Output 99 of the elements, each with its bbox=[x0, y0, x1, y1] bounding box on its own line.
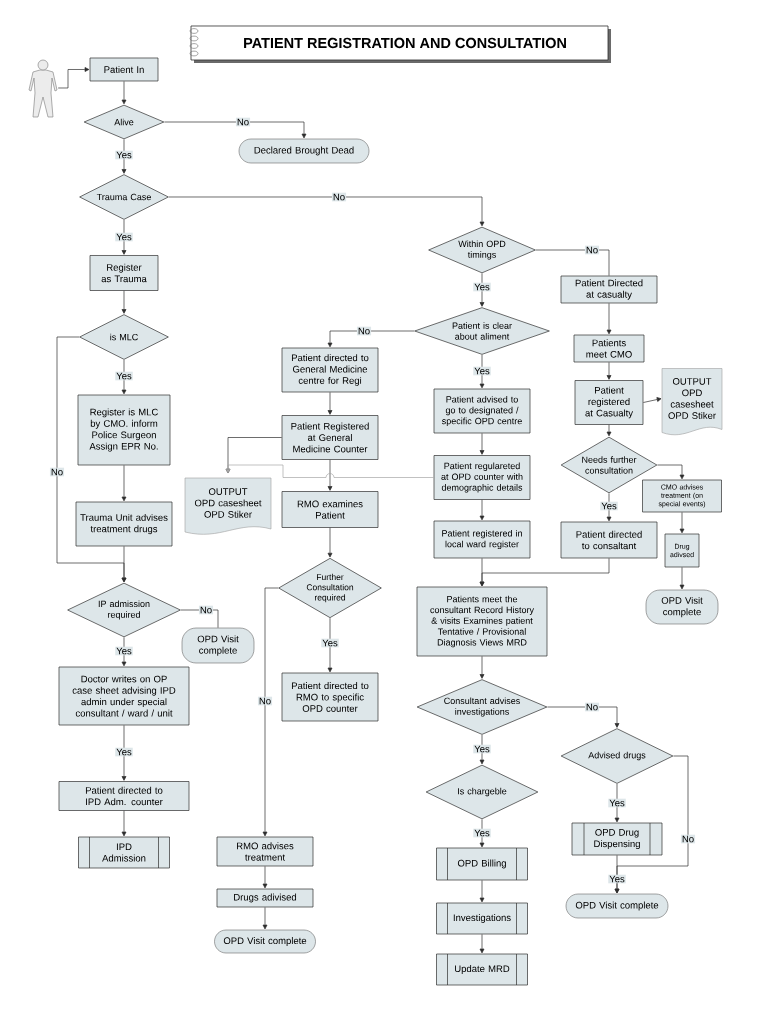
arrow bbox=[121, 359, 127, 395]
arrow bbox=[327, 330, 415, 348]
edge-label: Yes bbox=[321, 638, 339, 648]
terminator-box: OPD Visit complete bbox=[181, 627, 255, 664]
arrow bbox=[614, 783, 620, 823]
arrow bbox=[121, 546, 127, 583]
edge-label: No bbox=[584, 702, 600, 712]
arrow bbox=[164, 121, 307, 139]
connector-line bbox=[535, 249, 610, 276]
process-box: RMO examines Patient bbox=[281, 491, 379, 528]
arrow bbox=[614, 855, 620, 894]
arrow bbox=[327, 392, 333, 415]
arrow bbox=[479, 880, 485, 903]
edge-label: Yes bbox=[473, 828, 491, 838]
arrow bbox=[479, 558, 610, 587]
process-box: Patient Directed at casualty bbox=[560, 275, 658, 304]
edge-label: Yes bbox=[473, 744, 491, 754]
predefined-process-box: IPD Admission bbox=[78, 836, 170, 869]
process-box: Patient advised to go to designated / specific OPD centre bbox=[433, 388, 531, 434]
edge-label: Yes bbox=[115, 232, 133, 242]
arrow bbox=[262, 587, 279, 837]
person-icon bbox=[28, 59, 58, 118]
arrow bbox=[606, 493, 612, 522]
process-box: Doctor writes on OP case sheet advising IPD admin under special consultant / ward / unit bbox=[58, 666, 190, 726]
arrow bbox=[121, 465, 127, 502]
connector-line bbox=[180, 609, 219, 629]
edge-label: No bbox=[198, 605, 214, 615]
arrow bbox=[121, 810, 127, 837]
edge-label: Yes bbox=[473, 366, 491, 376]
edge-label: No bbox=[331, 192, 347, 202]
arrow bbox=[262, 866, 268, 889]
arrow bbox=[679, 567, 685, 590]
edge-label: Yes bbox=[115, 150, 133, 160]
process-box: Register is MLC by CMO. inform Police Surgeon Assign EPR No. bbox=[77, 394, 171, 466]
process-box: Patients meet the consultant Record History & visits Examines patient Tentative / Provisional Diagnosis Views MRD bbox=[416, 586, 548, 657]
edge-label: Yes bbox=[608, 874, 626, 884]
arrow bbox=[479, 499, 485, 521]
arrow bbox=[679, 512, 685, 534]
arrow bbox=[606, 424, 612, 437]
predefined-process-box: OPD Billing bbox=[436, 847, 528, 881]
process-box: Patient directed to RMO to specific OPD counter bbox=[281, 672, 379, 722]
arrow bbox=[327, 617, 333, 673]
edge-label: Yes bbox=[600, 501, 618, 511]
edge-label: No bbox=[584, 245, 600, 255]
arrow bbox=[547, 706, 620, 728]
arrow bbox=[121, 81, 127, 105]
arrow bbox=[57, 67, 90, 89]
edge-label: No bbox=[356, 326, 372, 336]
arrow bbox=[479, 273, 485, 307]
arrow bbox=[479, 433, 485, 455]
process-box: RMO advises treatment bbox=[216, 836, 314, 867]
arrow bbox=[121, 290, 127, 314]
process-box: Patient registered at Casualty bbox=[574, 380, 644, 425]
arrow bbox=[657, 464, 685, 480]
process-box: Patient directed to IPD Adm. counter bbox=[58, 781, 190, 811]
arrow bbox=[479, 354, 485, 389]
arrow bbox=[479, 734, 485, 765]
edge-label: No bbox=[680, 834, 696, 844]
edge-label: Yes bbox=[608, 798, 626, 808]
arrow bbox=[262, 907, 268, 930]
terminator-box: OPD Visit complete bbox=[214, 929, 316, 954]
process-box: Patient registered in local ward register bbox=[433, 520, 531, 559]
arrow bbox=[168, 196, 485, 227]
process-box: Patients meet CMO bbox=[573, 334, 645, 363]
edge-label: No bbox=[235, 117, 251, 127]
process-box: Patient In bbox=[89, 57, 159, 82]
arrow bbox=[121, 139, 127, 174]
title-banner: PATIENT REGISTRATION AND CONSULTATION bbox=[190, 25, 611, 63]
arrow bbox=[479, 819, 485, 848]
process-box: Register as Trauma bbox=[89, 255, 159, 291]
process-box: Drugs adivised bbox=[216, 888, 314, 908]
arrow bbox=[606, 303, 612, 335]
arrow bbox=[479, 934, 485, 954]
edge-label: No bbox=[257, 696, 273, 706]
terminator-box: OPD Visit complete bbox=[565, 893, 669, 919]
predefined-process-box: OPD Drug Dispensing bbox=[571, 822, 663, 856]
process-box: Patient regulareted at OPD counter with demographic details bbox=[433, 455, 531, 500]
predefined-process-box: Update MRD bbox=[436, 953, 528, 986]
edge-label: Yes bbox=[115, 646, 133, 656]
arrow bbox=[225, 464, 434, 478]
arrow bbox=[121, 637, 127, 667]
predefined-process-box: Investigations bbox=[436, 902, 528, 935]
process-box: Patient directed to General Medicine centre for Regi bbox=[281, 347, 379, 393]
arrow bbox=[121, 219, 127, 255]
edge-label: No bbox=[49, 467, 65, 477]
process-box: Trauma Unit advises treatment drugs bbox=[75, 501, 173, 547]
arrow bbox=[121, 725, 127, 781]
arrow bbox=[327, 459, 333, 491]
terminator-box: Declared Brought Dead bbox=[238, 138, 370, 164]
process-box: Patient Registered at General Medicine Counter bbox=[281, 415, 379, 460]
edge-label: Yes bbox=[115, 747, 133, 757]
arrow bbox=[479, 656, 485, 679]
edge-label: Yes bbox=[473, 282, 491, 292]
arrow bbox=[327, 527, 333, 558]
arrow bbox=[606, 362, 612, 380]
terminator-box: OPD Visit complete bbox=[645, 589, 719, 625]
edge-label: Yes bbox=[115, 371, 133, 381]
process-box: Patient directed to consaltant bbox=[560, 521, 658, 559]
arrow bbox=[643, 397, 662, 403]
